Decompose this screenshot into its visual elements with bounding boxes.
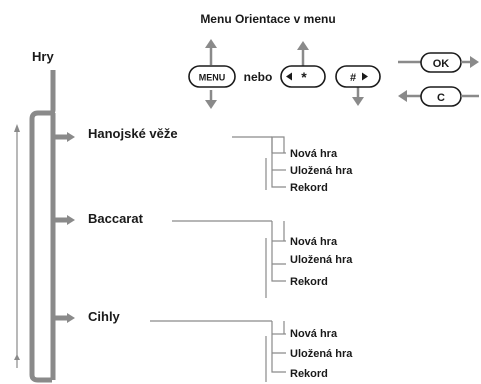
header-title: Menu Orientace v menu [200,12,335,26]
option-record: Rekord [290,182,328,194]
c-key-label: C [437,92,445,104]
hash-key: # [335,65,381,106]
game-label: Hanojské věže [88,126,178,141]
option-new-game: Nová hra [290,148,338,160]
ok-key-label: OK [433,58,450,70]
option-saved-game: Uložená hra [290,165,353,177]
nebo-label: nebo [244,70,273,84]
game-item-cihly: Cihly Nová hra Uložená hra Rekord [88,309,353,382]
right-triangle-icon [362,72,368,81]
menu-key-label: MENU [199,73,226,83]
option-record: Rekord [290,368,328,380]
star-key-label: * [301,69,307,85]
game-item-baccarat: Baccarat Nová hra Uložená hra Rekord [88,211,353,298]
ok-key: OK [398,52,479,73]
option-saved-game: Uložená hra [290,348,353,360]
option-saved-game: Uložená hra [290,254,353,266]
game-label: Cihly [88,309,121,324]
star-key: * [280,41,326,88]
game-label: Baccarat [88,211,144,226]
option-record: Rekord [290,276,328,288]
hash-key-label: # [350,72,356,84]
root-label: Hry [32,49,54,64]
main-bracket [14,70,75,383]
game-item-hanoi: Hanojské věže Nová hra Uložená hra Rekor… [88,126,353,194]
option-new-game: Nová hra [290,236,338,248]
menu-key: MENU [188,39,236,109]
left-triangle-icon [286,72,292,81]
c-key: C [398,86,479,107]
option-new-game: Nová hra [290,328,338,340]
